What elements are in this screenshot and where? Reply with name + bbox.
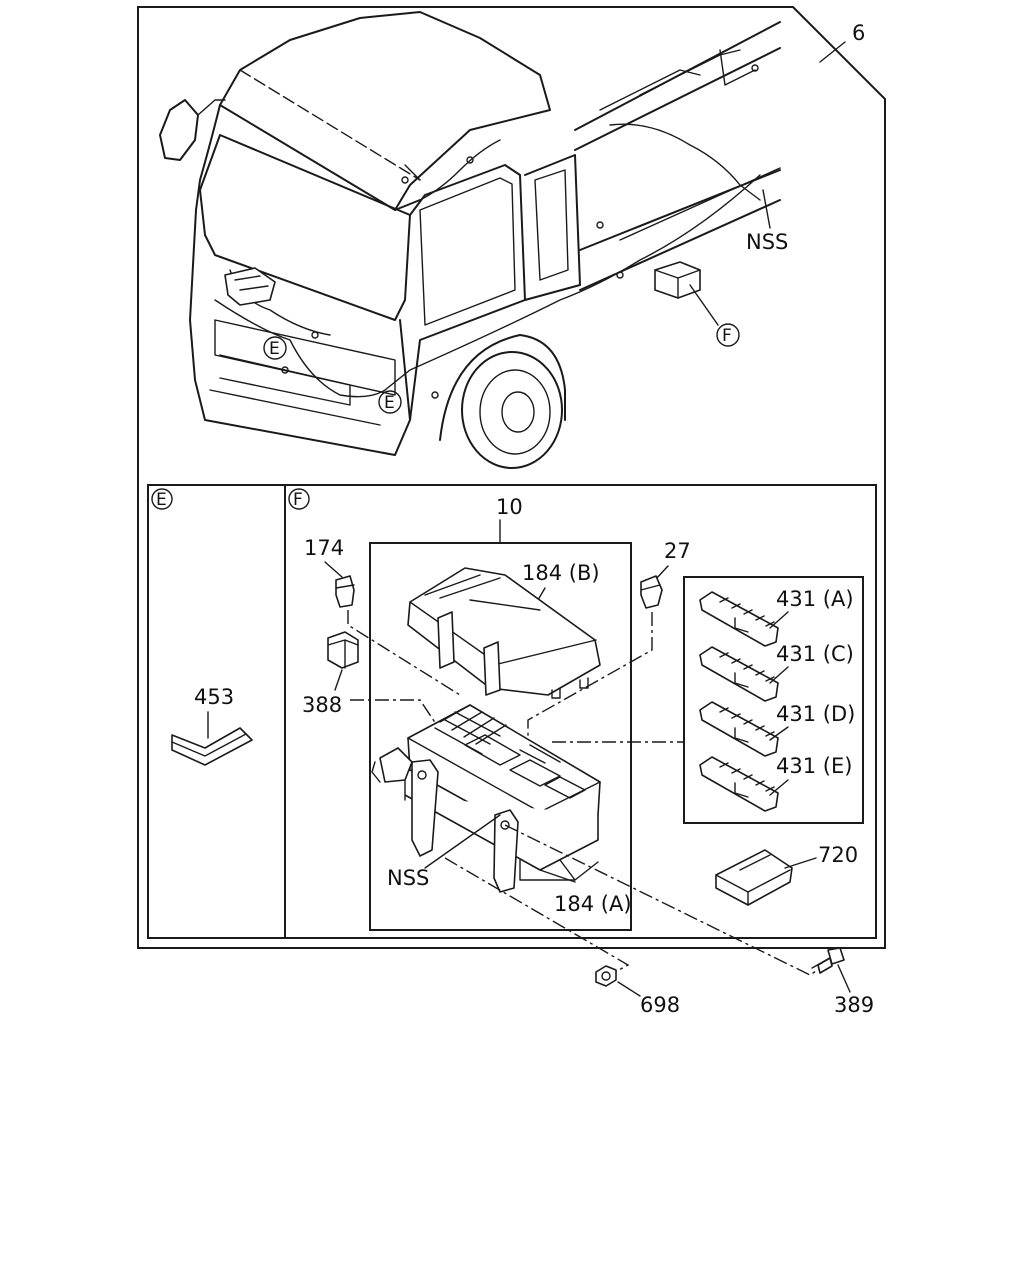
svg-text:E: E	[269, 339, 280, 359]
svg-text:F: F	[293, 490, 303, 510]
relay-388	[327, 631, 359, 669]
section-e-marker	[151, 488, 173, 510]
svg-text:E: E	[384, 393, 395, 413]
label-431c: 431 (C)	[776, 642, 854, 666]
connector-431e	[699, 756, 779, 812]
label-388: 388	[302, 693, 342, 717]
connector-431a	[699, 591, 779, 647]
ref-circle-f-top	[716, 323, 740, 347]
svg-text:F: F	[722, 326, 732, 346]
nut-698	[595, 965, 617, 987]
bracket-720	[715, 849, 793, 906]
label-184a: 184 (A)	[554, 892, 632, 916]
connector-431c	[699, 646, 779, 702]
ref-circle-e-1	[263, 336, 287, 360]
nss-label-top: NSS	[746, 230, 788, 254]
bolt-389	[811, 947, 845, 974]
connector-431d	[699, 701, 779, 757]
label-720: 720	[818, 843, 858, 867]
label-10: 10	[496, 495, 523, 519]
ref-circle-e-2	[378, 390, 402, 414]
label-453: 453	[194, 685, 234, 709]
cover-184b	[407, 567, 601, 699]
outer-frame	[137, 6, 886, 949]
label-431a: 431 (A)	[776, 587, 854, 611]
label-431e: 431 (E)	[776, 754, 852, 778]
label-184b: 184 (B)	[522, 561, 600, 585]
fuse-174	[335, 575, 355, 608]
part-453-bracket	[171, 727, 253, 766]
section-f-marker	[288, 488, 310, 510]
fuse-relay-box	[371, 704, 601, 893]
truck-illustration	[159, 11, 781, 469]
fuse-27	[640, 575, 663, 609]
label-431d: 431 (D)	[776, 702, 855, 726]
svg-text:E: E	[156, 490, 167, 510]
nss-label-bottom: NSS	[387, 866, 429, 890]
callout-6: 6	[852, 21, 865, 45]
label-27: 27	[664, 539, 691, 563]
detail-panel-frame	[147, 484, 877, 939]
label-389: 389	[834, 993, 874, 1017]
connector-group-frame	[683, 576, 864, 824]
label-698: 698	[640, 993, 680, 1017]
label-174: 174	[304, 536, 344, 560]
